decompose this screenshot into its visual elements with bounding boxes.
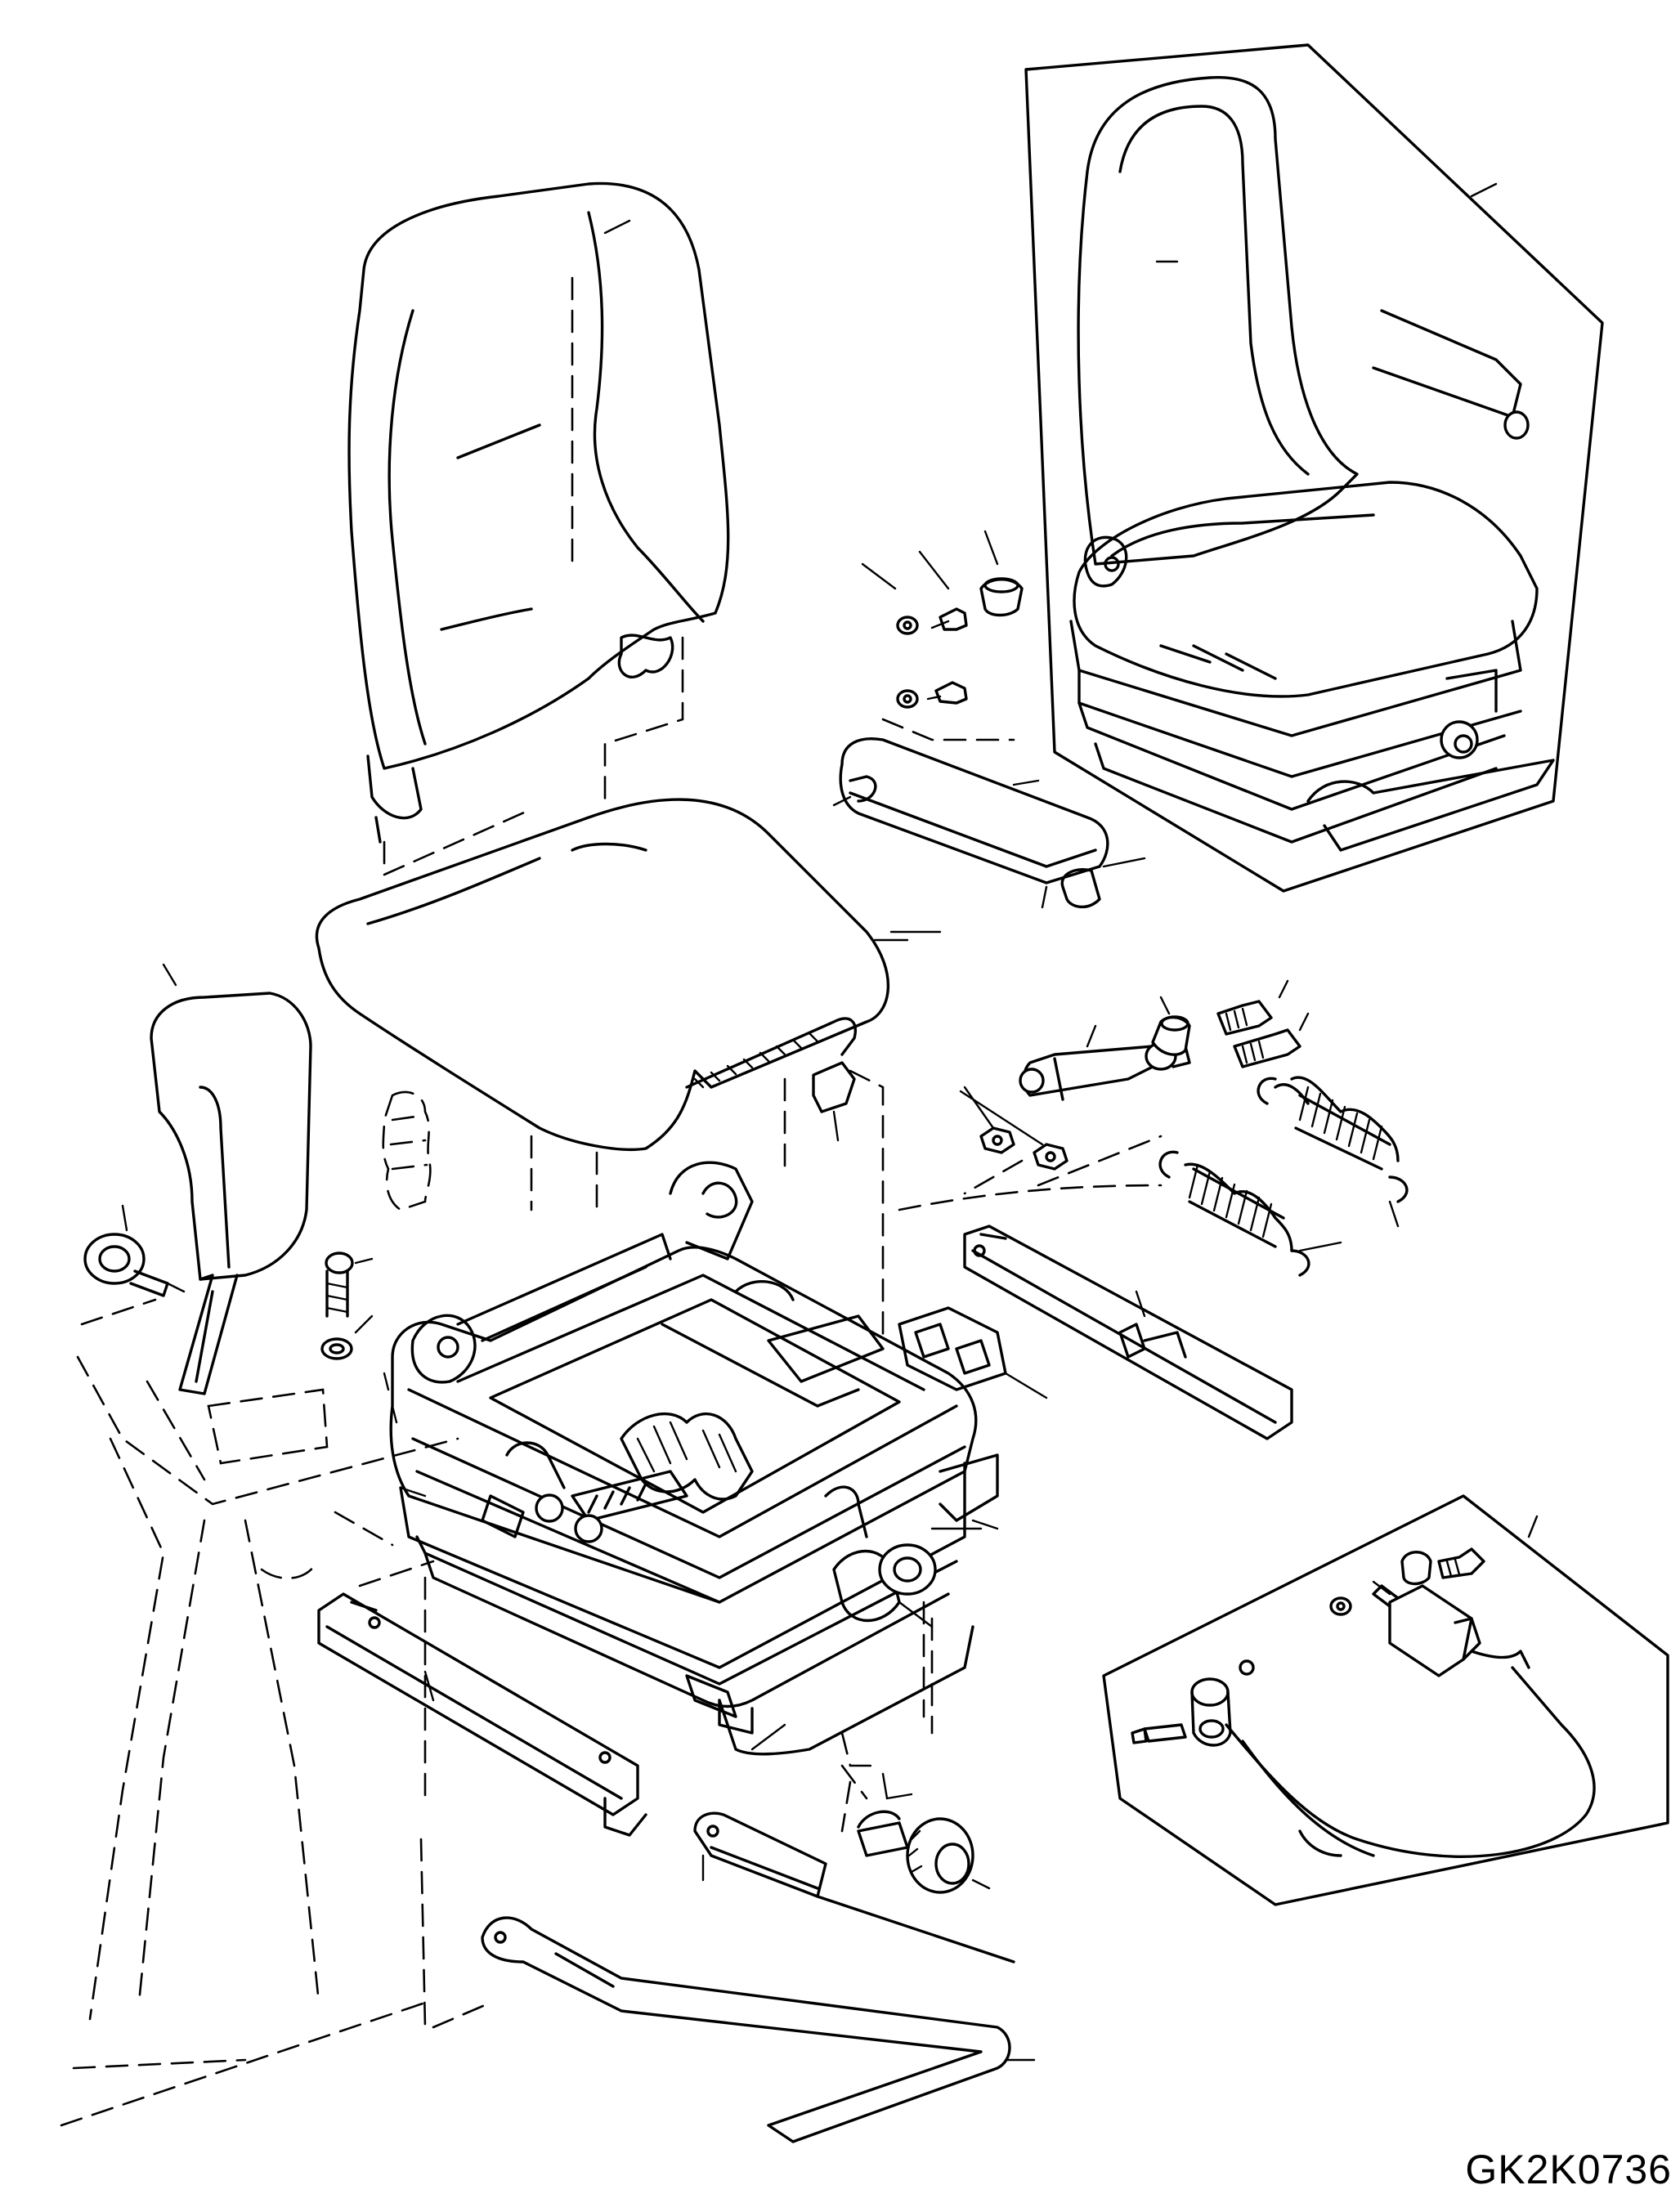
seat-cushion (315, 798, 909, 1211)
slide-handle (693, 1764, 1015, 1963)
left-slide-rail (317, 1560, 647, 1837)
left-armrest (150, 963, 312, 1395)
bracket-with-dampers (898, 1306, 1048, 1399)
right-armrest (832, 718, 1146, 909)
bellows-boot (382, 1090, 432, 1211)
backrest (347, 181, 730, 877)
leader-lines (383, 930, 983, 1530)
seat-base-housing (399, 1453, 999, 1756)
collar-and-bolts (1151, 979, 1310, 1068)
height-adjust-knob (840, 1772, 991, 1894)
assembled-seat-inset (1024, 43, 1604, 893)
suspension-frame (389, 1161, 978, 1604)
bolt-and-washer (320, 1252, 374, 1360)
pedestal-outline (419, 1731, 876, 2029)
bracket-clip (812, 1061, 885, 1342)
seatbelt-inset (1102, 1494, 1669, 1906)
cab-floor-outline (60, 1355, 459, 2127)
right-slide-rail (963, 1225, 1293, 1440)
armrest-knob (80, 1204, 186, 1326)
extension-springs (898, 1076, 1409, 1277)
nuts (959, 1086, 1068, 1195)
drawing-code: GK2K0736 (1465, 2147, 1672, 2192)
adjustment-lever (481, 1916, 1036, 2143)
bolt-washer-sleeve (861, 530, 1024, 709)
gas-damper (1019, 1024, 1191, 1101)
